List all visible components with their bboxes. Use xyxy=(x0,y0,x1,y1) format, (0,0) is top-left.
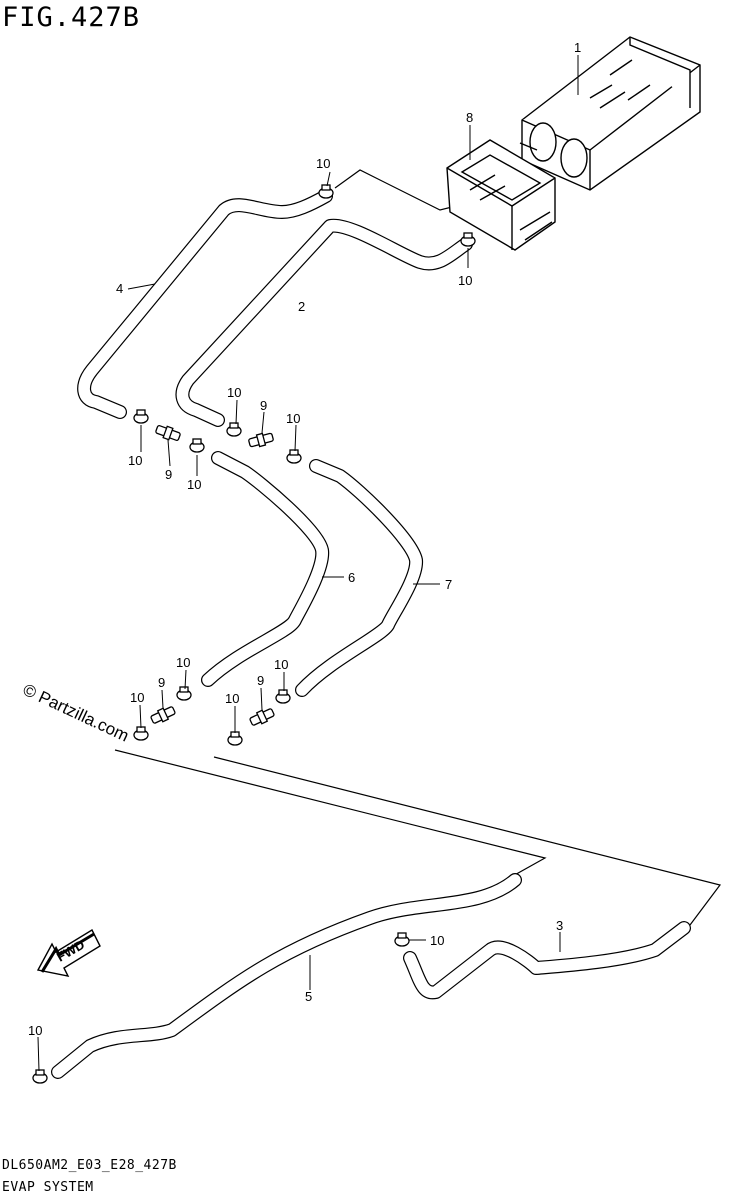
joint xyxy=(155,425,181,441)
callout-7: 7 xyxy=(445,577,452,592)
fwd-arrow: FWD xyxy=(36,929,101,977)
clamp xyxy=(189,438,205,453)
callout-10: 10 xyxy=(316,156,330,171)
hose-5 xyxy=(51,873,522,1079)
callout-10: 10 xyxy=(458,273,472,288)
hose-2 xyxy=(175,218,473,427)
callout-10: 10 xyxy=(286,411,300,426)
clamp xyxy=(394,932,410,947)
callout-10: 10 xyxy=(225,691,239,706)
hose-group xyxy=(51,189,691,1079)
callout-10: 10 xyxy=(128,453,142,468)
clamp xyxy=(176,686,192,701)
clamp xyxy=(133,409,149,424)
callout-10: 10 xyxy=(187,477,201,492)
clamp xyxy=(227,731,243,746)
callout-10: 10 xyxy=(176,655,190,670)
callout-1: 1 xyxy=(574,40,581,55)
hose-4 xyxy=(77,189,333,419)
figure-title: FIG.427B xyxy=(2,2,141,33)
figure-code: DL650AM2_E03_E28_427B xyxy=(2,1158,177,1173)
callout-3: 3 xyxy=(556,918,563,933)
figure-name: EVAP SYSTEM xyxy=(2,1180,94,1195)
callout-10: 10 xyxy=(130,690,144,705)
callout-10: 10 xyxy=(430,933,444,948)
canister-bracket xyxy=(446,139,556,251)
joint xyxy=(249,708,275,726)
callout-10: 10 xyxy=(227,385,241,400)
callout-10: 10 xyxy=(28,1023,42,1038)
callout-8: 8 xyxy=(466,110,473,125)
clamp xyxy=(275,689,291,704)
hose-6 xyxy=(201,451,330,687)
canister xyxy=(519,36,701,191)
callout-9: 9 xyxy=(165,467,172,482)
callout-2: 2 xyxy=(298,299,305,314)
joint xyxy=(150,706,176,724)
clamp-group xyxy=(32,184,476,1084)
hose-3 xyxy=(403,921,691,1000)
joint xyxy=(248,432,274,448)
clamp xyxy=(32,1069,48,1084)
callout-9: 9 xyxy=(158,675,165,690)
clamp xyxy=(133,726,149,741)
callout-10: 10 xyxy=(274,657,288,672)
clamp xyxy=(226,422,242,437)
clamp xyxy=(460,232,476,247)
callout-5: 5 xyxy=(305,989,312,1004)
hose-7 xyxy=(295,459,423,697)
callout-9: 9 xyxy=(257,673,264,688)
joint-group xyxy=(150,425,275,726)
clamp xyxy=(286,449,302,464)
leader-lines xyxy=(37,55,579,1072)
callout-group: 1 8 10 10 4 2 10 9 10 10 9 10 6 7 10 9 1… xyxy=(28,40,581,1038)
clamp xyxy=(318,184,334,199)
callout-9: 9 xyxy=(260,398,267,413)
callout-6: 6 xyxy=(348,570,355,585)
callout-4: 4 xyxy=(116,281,123,296)
